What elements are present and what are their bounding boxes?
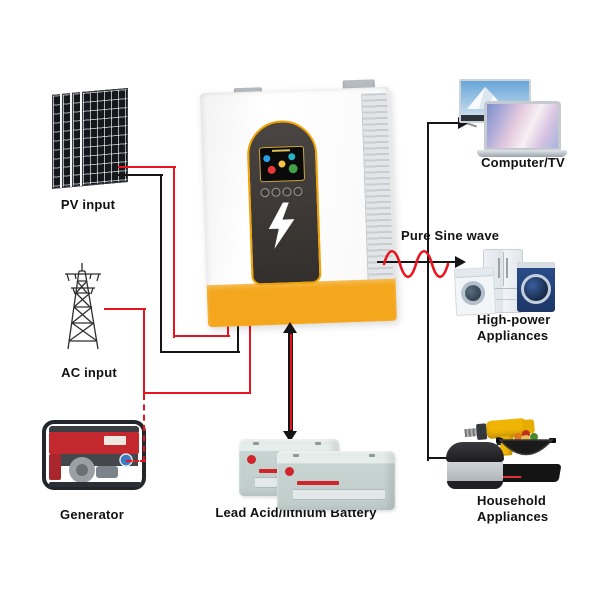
pv-black-wire <box>160 174 162 353</box>
washer-door <box>460 280 486 306</box>
battery-terminal <box>315 442 321 445</box>
solar-panel <box>82 87 128 187</box>
drill-chuck <box>464 428 478 438</box>
household-label-line1: Household <box>477 493 546 508</box>
washing-machine-icon <box>453 266 497 317</box>
pure-sine-wave-label: Pure Sine wave <box>401 228 500 243</box>
computer-tv-label: Computer/TV <box>481 155 565 170</box>
laptop-base <box>477 150 567 157</box>
pv-red-wire <box>227 325 229 337</box>
lcd-teal-icon <box>288 153 296 161</box>
lcd-status-bar <box>271 149 291 152</box>
lcd-red-icon <box>267 165 276 175</box>
ac-red-wire <box>143 308 145 394</box>
lcd-display <box>258 145 306 183</box>
battery-model-stripe <box>297 481 339 485</box>
ac-red-wire <box>249 324 251 394</box>
high-power-label-line2: Appliances <box>477 328 549 343</box>
generator-dashed-wire <box>143 394 145 462</box>
washer-control-panel <box>517 262 555 268</box>
black-arrow-right-icon <box>458 117 469 129</box>
black-arrow-right-icon <box>455 256 466 268</box>
battery-double-arrow-red-core <box>290 334 292 430</box>
pv-black-wire <box>160 351 240 353</box>
washer-door <box>521 274 551 304</box>
fridge-handle <box>506 258 508 278</box>
pv-black-wire <box>117 174 163 176</box>
pv-black-wire <box>237 325 239 353</box>
battery-label-strip <box>293 489 385 500</box>
inverter-orange-band <box>206 278 398 328</box>
battery-terminal <box>253 442 259 445</box>
pv-red-wire <box>173 335 230 337</box>
generator-icon <box>42 420 146 490</box>
rice-cooker-base <box>447 481 503 489</box>
blue-washing-machine-icon <box>517 262 555 312</box>
washer-control-panel <box>454 268 494 279</box>
rice-cooker-body <box>447 458 503 483</box>
high-power-label-line1: High-power <box>477 312 551 327</box>
battery-terminal <box>369 454 375 457</box>
fridge-handle <box>498 258 500 278</box>
rice-cooker-lid <box>446 442 504 462</box>
fridge-door-split <box>503 252 504 286</box>
ac-input-label: AC input <box>61 365 117 380</box>
inverter-device <box>199 79 398 328</box>
computer-branch-line <box>427 122 460 124</box>
black-arrow-down-icon <box>283 431 297 442</box>
household-label: Household Appliances <box>477 493 567 525</box>
ac-red-wire <box>104 308 146 310</box>
high-power-label: High-power Appliances <box>477 312 567 344</box>
pv-red-wire <box>118 166 176 168</box>
lcd-blue-icon <box>263 154 271 163</box>
battery-logo <box>285 467 294 476</box>
rice-cooker-icon <box>446 442 504 490</box>
power-tower-icon <box>65 263 101 350</box>
battery-terminal <box>293 454 299 457</box>
pv-input-label: PV input <box>60 197 116 212</box>
black-arrow-up-icon <box>283 322 297 333</box>
generator-label: Generator <box>60 507 124 522</box>
laptop-icon <box>484 101 561 151</box>
lcd-yellow-icon <box>278 160 286 168</box>
output-bus-line <box>427 123 429 461</box>
laptop-screen-image <box>487 104 558 148</box>
fridge-drawer-line <box>486 299 520 300</box>
household-label-line2: Appliances <box>477 509 549 524</box>
sine-wave-icon <box>382 249 450 279</box>
household-branch-line <box>427 457 460 459</box>
wok-icon <box>496 430 556 456</box>
lcd-green-icon <box>288 164 298 174</box>
lightning-bolt-icon <box>268 202 295 249</box>
ac-red-wire <box>143 392 251 394</box>
fridge-mid-line <box>486 288 520 289</box>
battery-icon <box>277 451 395 510</box>
generator-dashed-wire <box>126 460 146 462</box>
pv-red-wire <box>173 166 175 338</box>
battery-logo <box>247 455 256 464</box>
